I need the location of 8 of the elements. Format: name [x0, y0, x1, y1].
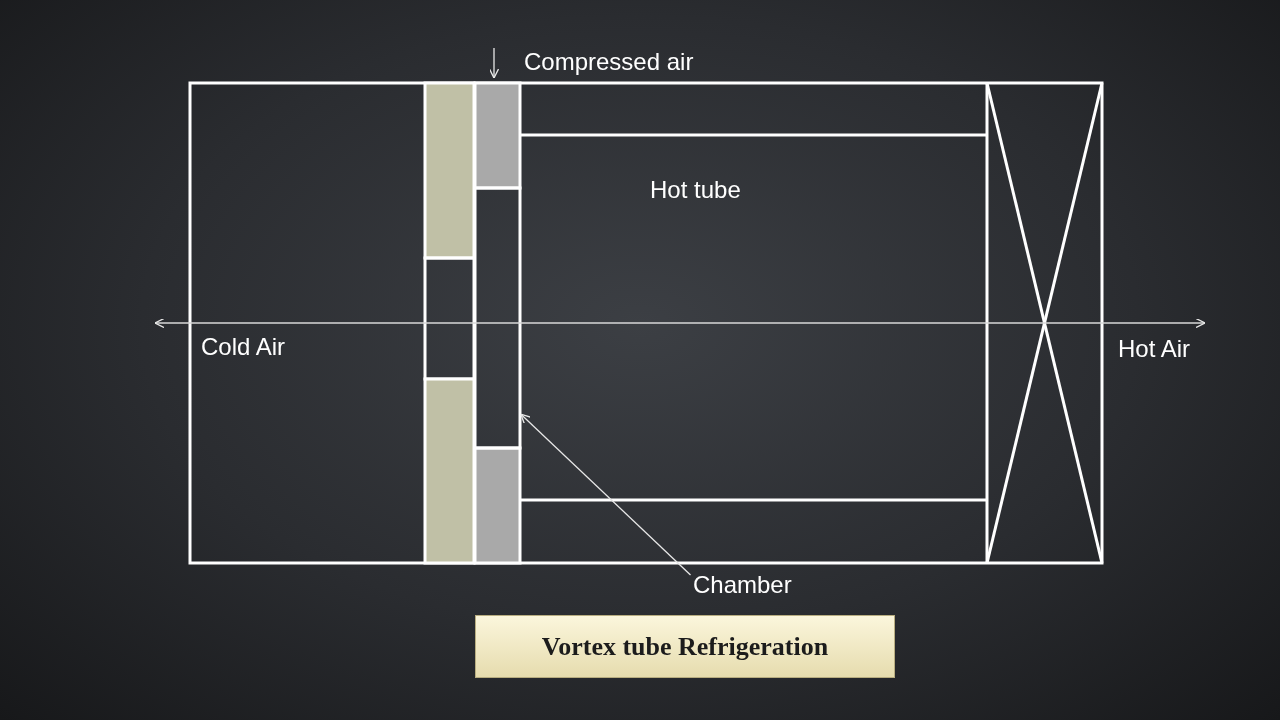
leader-line — [520, 413, 692, 576]
outlet-label: Hot Air — [1118, 335, 1191, 363]
title-banner: Vortex tube Refrigeration — [475, 615, 895, 678]
tube-label: Hot tube — [650, 176, 741, 204]
chamber-slot — [473, 186, 522, 450]
callout-label: Chamber — [693, 571, 792, 599]
outlet-label: Cold Air — [201, 333, 286, 361]
inlet-label: Compressed air — [524, 48, 694, 76]
